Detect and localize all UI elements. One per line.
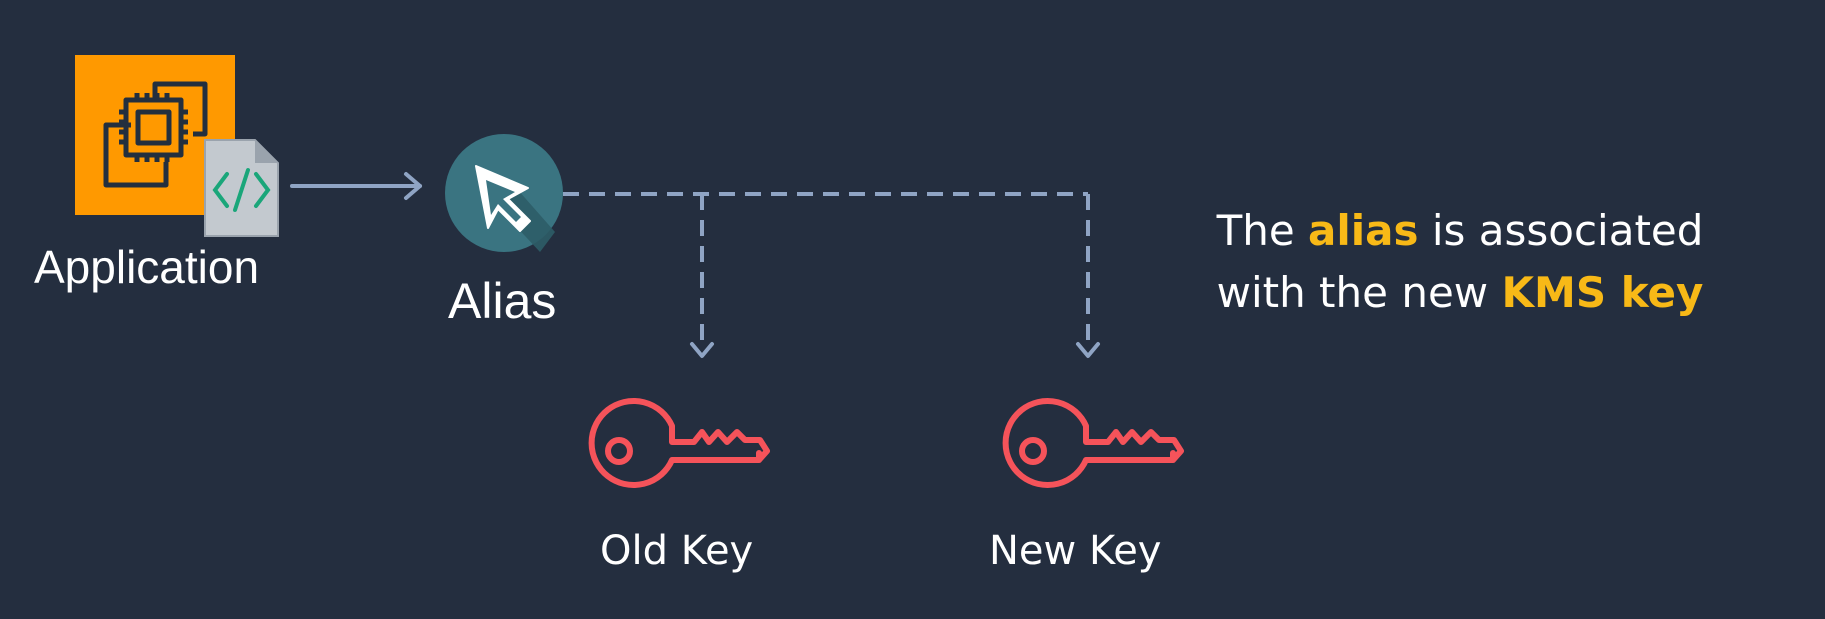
cursor-pointer-icon — [475, 165, 531, 232]
new-key-label: New Key — [989, 528, 1162, 574]
caption-part2: is associated with the new — [1216, 206, 1704, 317]
caption-highlight-kms-key: KMS key — [1501, 268, 1704, 317]
old-key-label: Old Key — [600, 528, 754, 574]
application-node — [75, 55, 279, 237]
alias-node — [445, 134, 563, 252]
app-to-alias-arrow — [290, 172, 422, 200]
caption-highlight-alias: alias — [1308, 206, 1419, 255]
alias-to-keys-connector — [563, 192, 1090, 350]
caption-text: The alias is associated with the new KMS… — [1200, 200, 1720, 324]
old-key-icon — [588, 398, 770, 488]
code-file-icon — [204, 139, 279, 237]
caption-part1: The — [1216, 206, 1309, 255]
ec2-chip-icon — [103, 81, 208, 188]
alias-label: Alias — [448, 273, 557, 329]
new-key-icon — [1002, 398, 1184, 488]
connector-arrowheads — [690, 342, 1100, 358]
application-label: Application — [34, 241, 260, 293]
